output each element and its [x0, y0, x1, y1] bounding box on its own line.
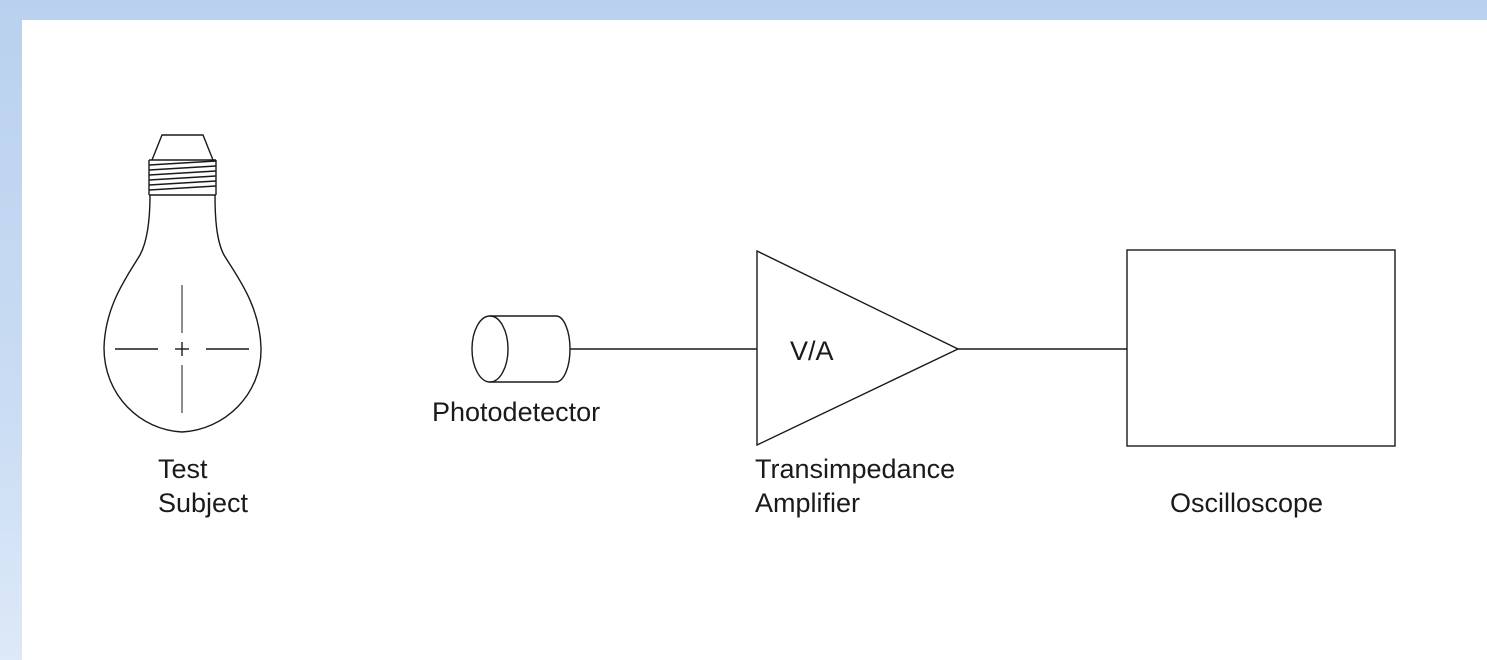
photodetector-label: Photodetector — [432, 397, 600, 427]
photodetector-icon — [471, 315, 571, 383]
bulb-glass — [103, 194, 262, 433]
bulb-filament — [115, 285, 249, 413]
amplifier-triangle — [756, 249, 960, 447]
test-subject-label-line1: Test — [158, 454, 208, 484]
amplifier-label-line2: Amplifier — [755, 488, 860, 518]
oscilloscope-box — [1126, 249, 1396, 447]
amplifier-symbol-text: V/A — [790, 336, 834, 366]
test-subject-label-line2: Subject — [158, 488, 249, 518]
amplifier-label-line1: Transimpedance — [755, 454, 955, 484]
oscilloscope-label: Oscilloscope — [1170, 488, 1323, 518]
bulb-screw-base — [148, 159, 217, 196]
diagram-canvas — [22, 20, 1487, 660]
light-bulb-icon — [103, 134, 262, 433]
